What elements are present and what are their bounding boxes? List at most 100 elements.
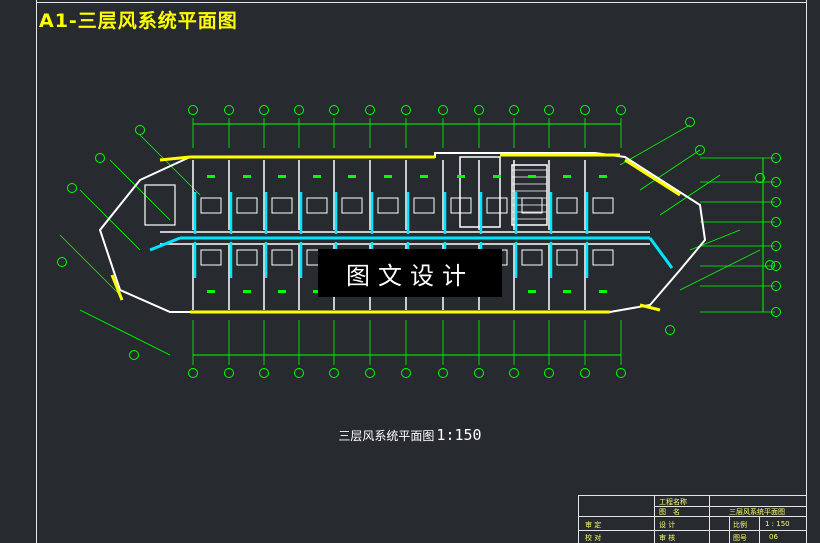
diffuser-north [457,175,465,178]
axis-line-right-wing [659,174,721,216]
diffuser-south [207,290,215,293]
diffuser-north [243,175,251,178]
diffuser-south [563,290,571,293]
axis-bubble-bottom [224,368,234,378]
axis-bubble-bottom [188,368,198,378]
fan-coil-south [556,249,578,266]
axis-bubble-bottom [401,368,411,378]
axis-bubble-bottom [509,368,519,378]
sheet-title: A1-三层风系统平面图 [39,10,238,32]
axis-bubble-top [438,105,448,115]
caption-label: 三层风系统平面图 [338,429,435,443]
tb-rule [579,530,807,531]
diffuser-south [528,290,536,293]
axis-bubble-top [188,105,198,115]
tb-drawing-value: 三层风系统平面图 [729,508,785,516]
tb-rule [579,516,807,517]
fan-coil-north [377,197,399,214]
title-block: 工程名称 图 名 三层风系统平面图 审 定 设 计 校 对 审 核 比例 1 :… [578,495,807,543]
exterior-wall-se [639,303,661,312]
tb-role-review: 审 核 [659,534,676,542]
diffuser-north [348,175,356,178]
axis-bubble-left-wing [129,350,139,360]
watermark: 图文设计 [318,249,502,297]
axis-bubble-left-wing [57,257,67,267]
tb-role-design: 设 计 [659,521,676,529]
diffuser-north [599,175,607,178]
fan-coil-north [592,197,614,214]
frame-left-border [36,0,37,543]
axis-bubble-right-wing [755,173,765,183]
axis-bubble-bottom [544,368,554,378]
diffuser-north [493,175,501,178]
building-outline [98,152,707,313]
axis-bubble-top [294,105,304,115]
rooms [200,175,614,293]
exterior-wall-sw [110,274,124,301]
diffuser-north [420,175,428,178]
axis-bubble-left-wing [135,125,145,135]
fan-coil-south [236,249,258,266]
tb-rule [654,496,655,543]
diffuser-north [528,175,536,178]
fan-coil-north [341,197,363,214]
axis-bubble-right [771,261,781,271]
fan-coil-south [200,249,222,266]
axis-bubble-bottom [329,368,339,378]
diffuser-south [599,290,607,293]
axis-bubble-right [771,241,781,251]
axis-bubble-top [224,105,234,115]
axis-bubble-right [771,197,781,207]
exterior-wall-ne [624,158,681,197]
frame-top-border [36,2,806,3]
caption-scale: 1:150 [436,426,482,444]
axis-line-left-wing [79,189,141,251]
axis-line-right-wing [639,149,701,191]
fan-coil-south [592,249,614,266]
axis-bubble-top [509,105,519,115]
fan-coil-north [486,197,508,214]
axis-line-left-wing [139,134,201,196]
diffuser-north [207,175,215,178]
axis-bubble-top [616,105,626,115]
diffuser-north [563,175,571,178]
fan-coil-south [521,249,543,266]
axis-bubble-bottom [259,368,269,378]
tb-scale-value: 1 : 150 [765,520,790,528]
tb-rule [759,516,760,543]
fan-coil-north [521,197,543,214]
axis-bubble-top [580,105,590,115]
axis-bubble-top [544,105,554,115]
axis-bubble-top [259,105,269,115]
fan-coil-north [556,197,578,214]
axis-bubble-right [771,217,781,227]
stair-core [511,164,548,226]
axis-bubble-bottom [580,368,590,378]
tb-rule [729,516,730,543]
fan-coil-north [413,197,435,214]
fan-coil-north [450,197,472,214]
axis-line-right-wing [689,229,741,251]
axis-bubble-right [771,307,781,317]
tb-sheet-no-value: 06 [769,533,778,541]
fan-coil-north [271,197,293,214]
axis-line-right-wing [679,249,761,291]
axis-bubble-right-wing [765,260,775,270]
axis-line-left-wing [59,234,121,296]
tb-role-approve: 审 定 [585,521,602,529]
axis-bubble-bottom [438,368,448,378]
axis-bubble-top [401,105,411,115]
axis-bubble-bottom [365,368,375,378]
diffuser-north [384,175,392,178]
tb-sheet-no-label: 图号 [733,534,747,542]
axis-bubble-right [771,281,781,291]
fan-coil-south [271,249,293,266]
main-duct-east [648,237,674,269]
axis-bubble-top [474,105,484,115]
tb-rule [709,496,710,543]
fan-coil-north [236,197,258,214]
fan-coil-north [306,197,328,214]
axis-bubble-right-wing [695,145,705,155]
